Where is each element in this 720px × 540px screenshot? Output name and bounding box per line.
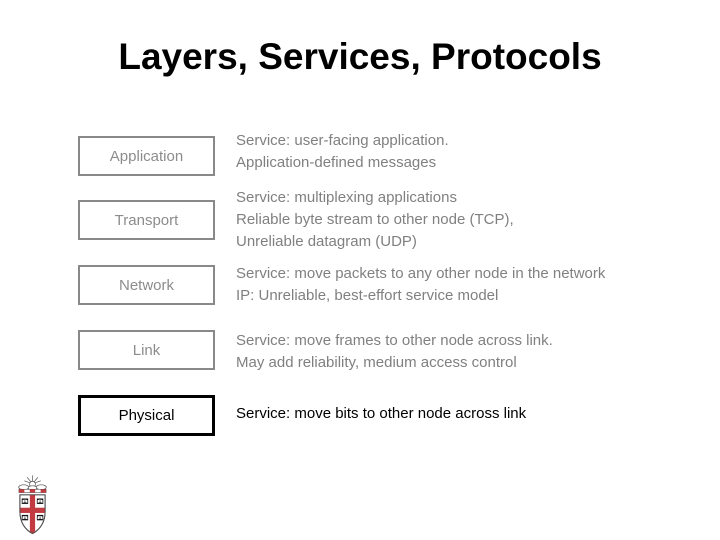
service-description-network: Service: move packets to any other node … xyxy=(236,263,714,307)
brown-university-crest-logo xyxy=(18,475,47,535)
service-line: Service: multiplexing applications xyxy=(236,189,457,206)
layer-box-physical: Physical xyxy=(78,395,215,436)
service-line: Application-defined messages xyxy=(236,154,437,171)
service-line: Unreliable datagram (UDP) xyxy=(236,233,417,250)
slide-title: Layers, Services, Protocols xyxy=(118,36,602,77)
service-description-link: Service: move frames to other node acros… xyxy=(236,330,714,374)
service-description-application: Service: user-facing application. Applic… xyxy=(236,130,714,174)
layer-box-network: Network xyxy=(78,265,215,305)
layer-label: Application xyxy=(109,147,184,165)
layer-label: Physical xyxy=(118,407,175,424)
service-description-physical: Service: move bits to other node across … xyxy=(236,403,714,425)
layer-box-application: Application xyxy=(78,136,215,176)
service-description-transport: Service: multiplexing applications Relia… xyxy=(236,187,714,253)
service-line: IP: Unreliable, best-effort service mode… xyxy=(236,287,499,304)
service-line: Service: move frames to other node acros… xyxy=(236,332,553,349)
layer-label: Link xyxy=(132,341,161,359)
service-line: Service: user-facing application. xyxy=(236,132,449,149)
layer-box-link: Link xyxy=(78,330,215,370)
layer-box-transport: Transport xyxy=(78,200,215,240)
crest-shield-outline xyxy=(19,494,46,535)
layer-label: Network xyxy=(118,276,174,294)
service-line: May add reliability, medium access contr… xyxy=(236,354,517,371)
service-line: Service: move bits to other node across … xyxy=(236,405,527,422)
crest-torse xyxy=(18,488,47,493)
service-line: Reliable byte stream to other node (TCP)… xyxy=(236,211,514,228)
layer-label: Transport xyxy=(114,211,179,229)
service-line: Service: move packets to any other node … xyxy=(236,265,606,282)
crest-cross xyxy=(19,494,46,534)
